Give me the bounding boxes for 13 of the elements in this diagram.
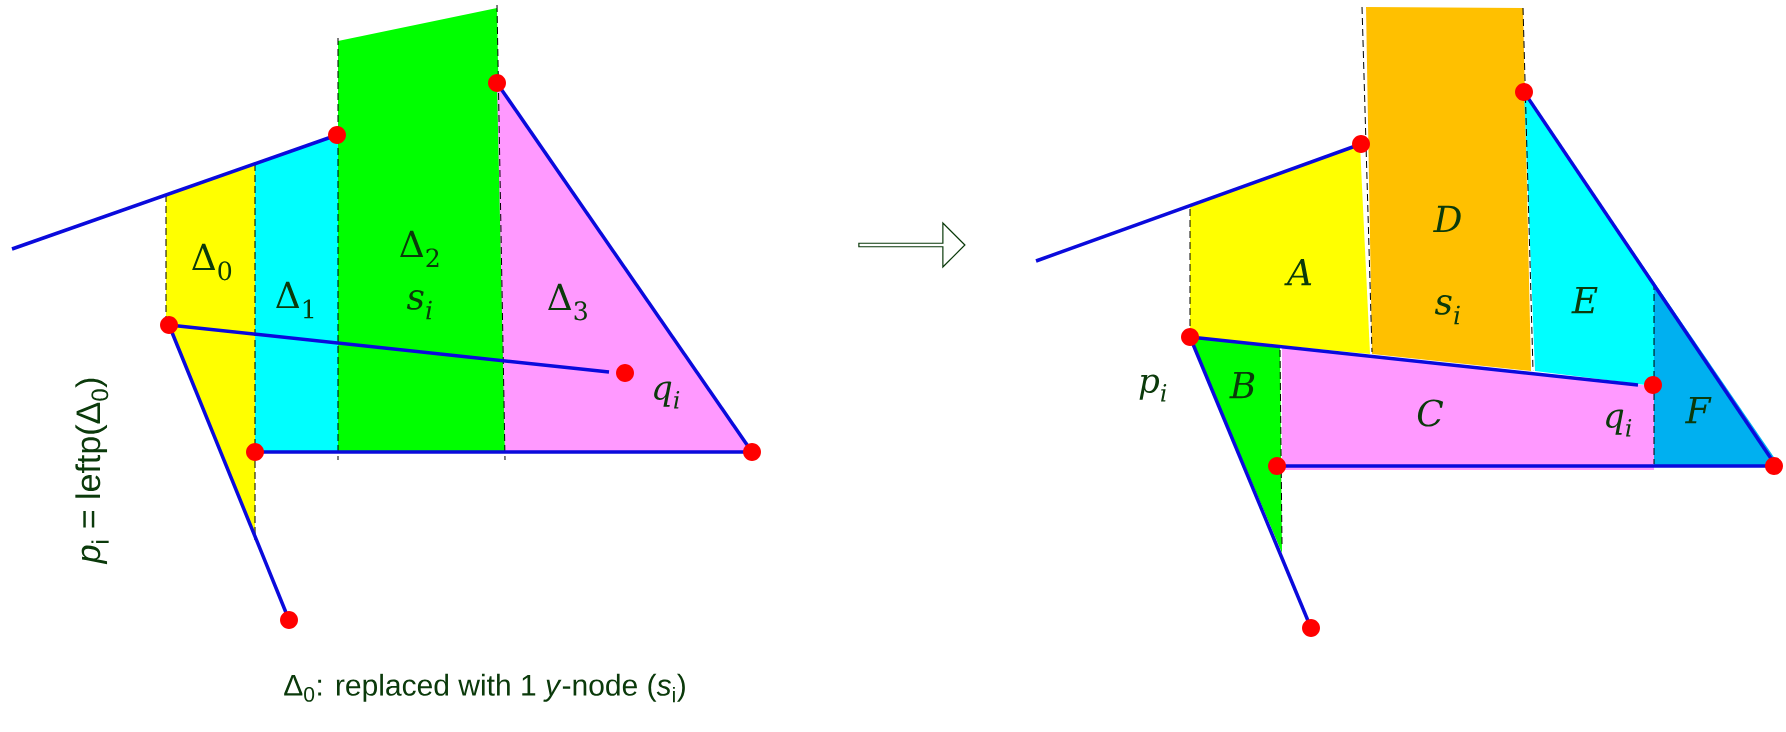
trapezoid-region: Δ$_{1}$ [255,135,338,452]
point-label: q$_{i}$ [1606,409,1632,437]
trapezoid-region: F [1654,282,1780,466]
point-label: p$_{i}$ [1139,374,1167,402]
point-label: q$_{i}$ [654,381,680,409]
point-label: p$_{i}$ = leftp(Δ$_{0}$) [75,378,109,565]
trapezoid-region: A [1190,145,1370,354]
trapezoid-region: Δ$_{0}$ [166,164,255,536]
trapezoid-region: B [1190,337,1282,553]
trapezoid-region: D s$_{i}$ [1366,7,1531,371]
caption: Δ$_{0}$: replaced with 1 y-node (s$_{i}$) [284,673,685,703]
trapezoid-region: E [1524,92,1654,386]
trapezoid-region: Δ$_{2}$ s$_{i}$ [338,8,505,452]
